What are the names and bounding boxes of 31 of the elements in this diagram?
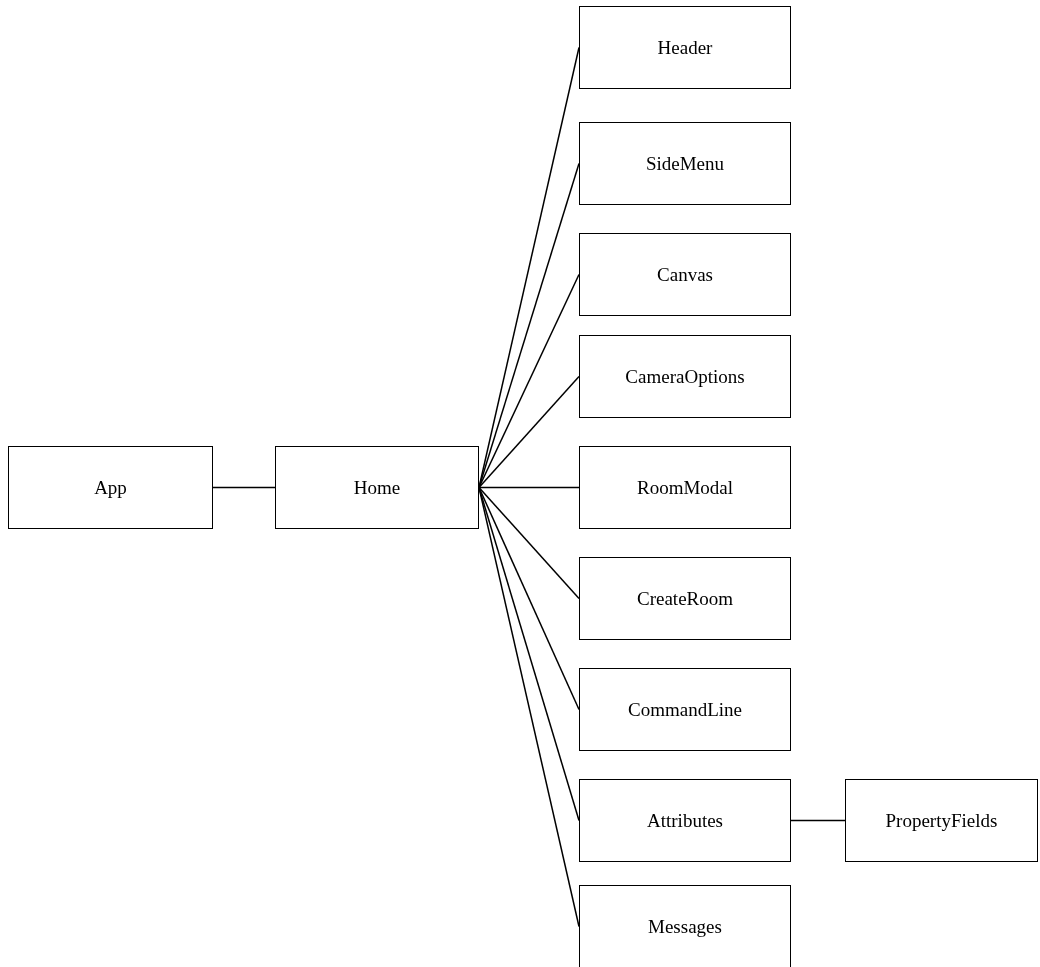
connector-line [478,375,580,489]
component-name: RoomModal [636,476,734,499]
component-name: Home [353,476,401,499]
component-box [579,885,791,967]
component-box [579,6,791,89]
connector-line [478,486,580,711]
component-box [275,446,479,529]
component-box [579,779,791,862]
component-box [845,779,1038,862]
connector-line [790,819,846,822]
component-name: Canvas [657,263,713,286]
connector-line [478,486,580,489]
component-name: SideMenu [645,152,725,175]
component-name: CameraOptions [625,365,745,388]
component-name: Messages [648,915,722,938]
component-name: Attributes [647,809,723,832]
component-name: CommandLine [628,698,742,721]
component-name: App [94,476,127,499]
component-box [579,122,791,205]
component-box [579,233,791,316]
component-name: CreateRoom [637,587,733,610]
connector-line [212,486,276,489]
component-box [8,446,213,529]
connector-line [478,486,580,600]
component-box [579,335,791,418]
component-name: PropertyFields [885,809,998,832]
component-name: Header [657,36,713,59]
connector-line [478,273,580,489]
component-box [579,668,791,751]
component-box [579,557,791,640]
component-box [579,446,791,529]
